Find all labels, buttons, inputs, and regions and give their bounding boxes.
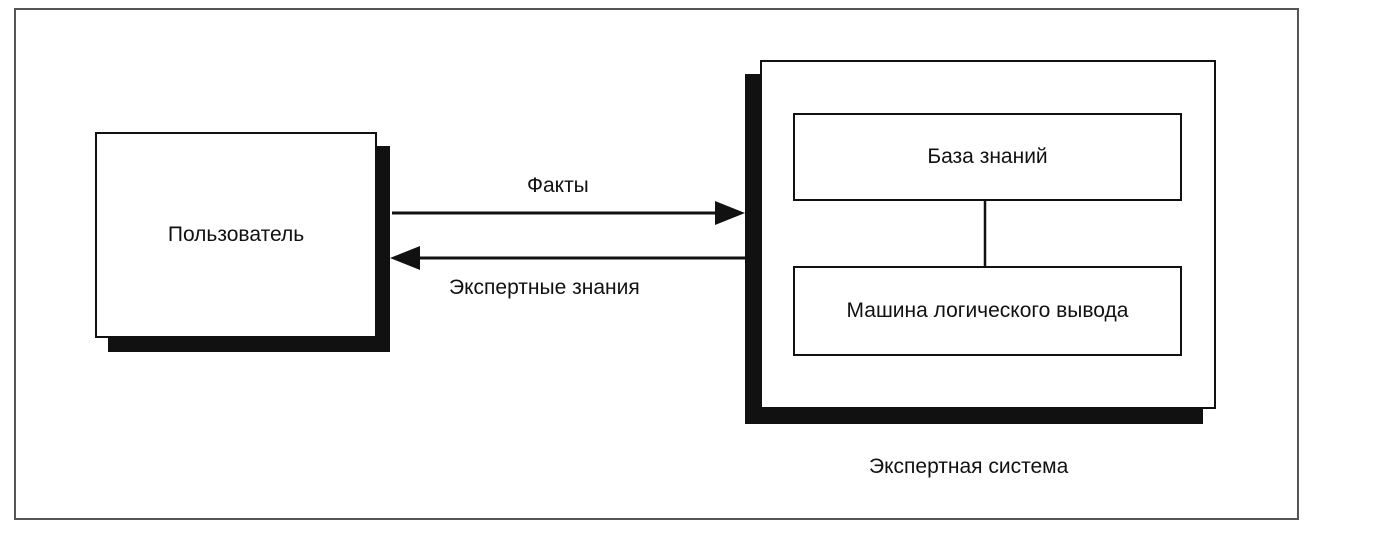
- inference-engine-box: Машина логического вывода: [793, 266, 1182, 356]
- inference-engine-label: Машина логического вывода: [846, 299, 1129, 322]
- expert-system-caption: Экспертная система: [869, 455, 1069, 478]
- facts-label: Факты: [527, 174, 589, 197]
- expert-knowledge-label: Экспертные знания: [449, 276, 640, 299]
- knowledge-arrow-head: [390, 246, 420, 270]
- user-box: Пользователь: [95, 132, 377, 338]
- user-box-label: Пользователь: [167, 223, 305, 246]
- diagram-frame: [14, 8, 1299, 520]
- knowledge-base-label: База знаний: [927, 145, 1048, 168]
- facts-arrow-head: [715, 201, 745, 225]
- knowledge-base-box: База знаний: [793, 113, 1182, 201]
